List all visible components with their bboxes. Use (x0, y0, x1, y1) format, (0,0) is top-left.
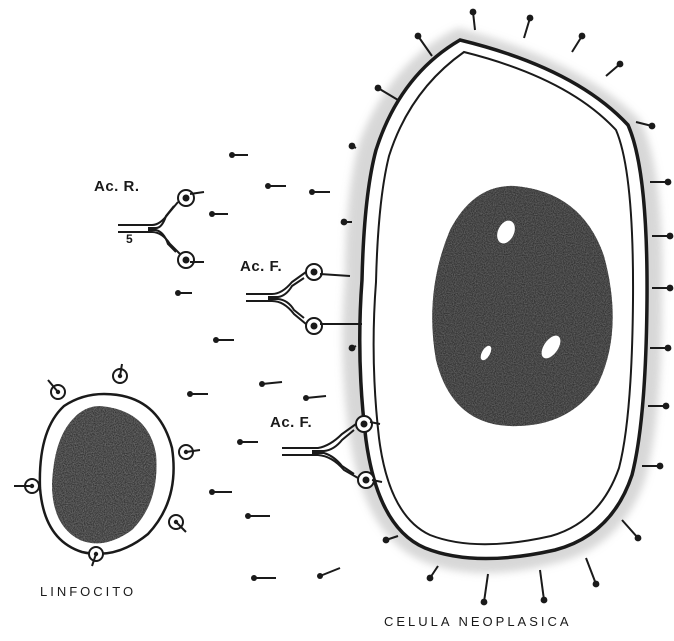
receptor-pin-head (375, 85, 382, 92)
receptor-pin-head (665, 345, 672, 352)
receptor-pin-head (663, 403, 670, 410)
receptor-pin-head (383, 537, 390, 544)
receptor-pin-head (349, 143, 356, 150)
receptor-pin-head (635, 535, 642, 542)
free-antibody-dash (262, 382, 282, 384)
receptor-pin-head (427, 575, 434, 582)
receptor-pin-head (665, 179, 672, 186)
receptor-pin-stem (540, 570, 544, 600)
receptor-pin-head (667, 285, 674, 292)
receptor-pin-head (593, 581, 600, 588)
receptor-pin-head (649, 123, 656, 130)
receptor-pin-head (541, 597, 548, 604)
receptor-pin-head (579, 33, 586, 40)
antibody-ac-r (118, 190, 204, 268)
receptor-pin-head (341, 219, 348, 226)
receptor-pin-head (617, 61, 624, 68)
receptor-pin-head (415, 33, 422, 40)
free-antibody-molecules (175, 152, 340, 581)
free-antibody-dash (320, 568, 340, 576)
receptor-pin-head (470, 9, 477, 16)
receptor-pin-head (349, 345, 356, 352)
receptor-pin-head (657, 463, 664, 470)
receptor-pin-stem (586, 558, 596, 584)
receptor-pin-stem (484, 574, 488, 602)
label-celula-neoplasica: CELULA NEOPLASICA (384, 614, 572, 629)
neoplastic-nucleus (432, 186, 612, 426)
receptor-pin-head (481, 599, 488, 606)
label-ac-f-2: Ac. F. (270, 414, 312, 431)
free-antibody-dash (306, 396, 326, 398)
receptor-pin-stem (622, 520, 638, 538)
label-ac-r: Ac. R. (94, 178, 140, 195)
label-linfocito: LINFOCITO (40, 584, 136, 599)
label-ac-f-1: Ac. F. (240, 258, 282, 275)
label-number-5: 5 (126, 232, 133, 246)
receptor-pin-head (527, 15, 534, 22)
receptor-pin-head (667, 233, 674, 240)
